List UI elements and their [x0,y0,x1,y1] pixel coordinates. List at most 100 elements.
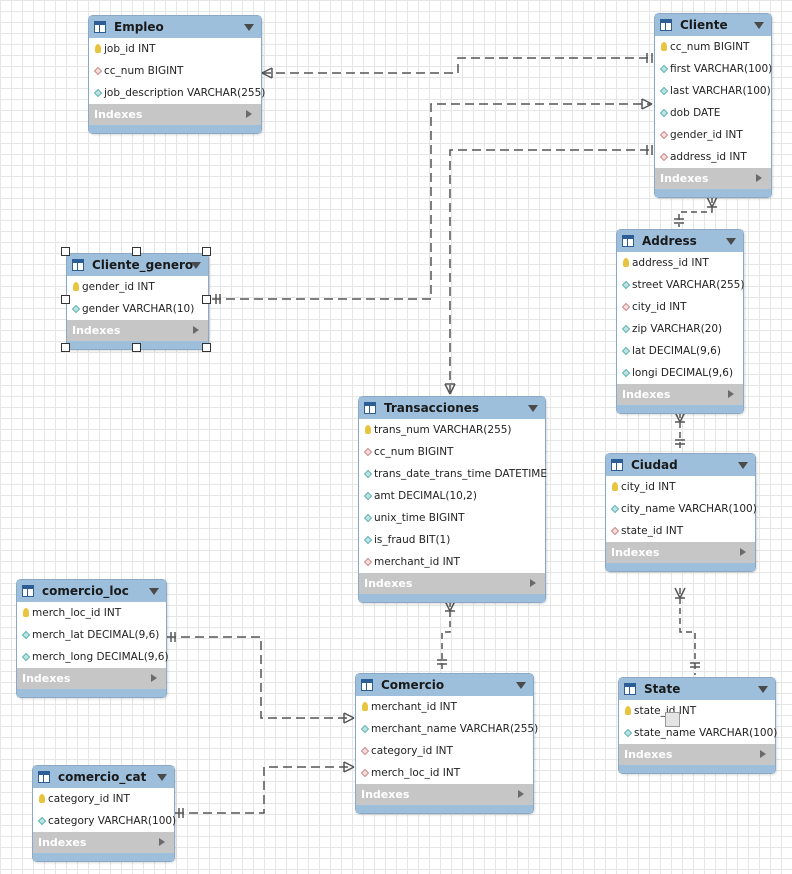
column-row[interactable]: trans_num VARCHAR(255) [359,419,545,441]
column-row[interactable]: lat DECIMAL(9,6) [617,340,743,362]
selection-handle[interactable] [202,295,211,304]
collapse-caret-icon[interactable] [244,24,254,31]
column-row[interactable]: merchant_id INT [359,551,545,573]
column-row[interactable]: trans_date_trans_time DATETIME [359,463,547,485]
column-row[interactable]: merch_lat DECIMAL(9,6) [17,624,166,646]
column-row[interactable]: state_id INT [619,700,775,722]
column-row[interactable]: merchant_id INT [356,696,533,718]
table-header[interactable]: comercio_loc [17,580,166,602]
expand-arrow-icon[interactable] [151,674,157,682]
expand-arrow-icon[interactable] [518,790,524,798]
column-icon [621,346,631,356]
collapse-caret-icon[interactable] [516,682,526,689]
collapse-caret-icon[interactable] [758,686,768,693]
collapse-caret-icon[interactable] [738,462,748,469]
column-row[interactable]: address_id INT [655,146,771,168]
indexes-section[interactable]: Indexes [33,832,174,853]
column-row[interactable]: gender_id INT [655,124,771,146]
indexes-section[interactable]: Indexes [359,573,545,594]
column-row[interactable]: merch_long DECIMAL(9,6) [17,646,169,668]
table-header[interactable]: Empleo [89,16,261,38]
column-row[interactable]: amt DECIMAL(10,2) [359,485,545,507]
column-row[interactable]: job_description VARCHAR(255) [89,82,265,104]
table-header[interactable]: comercio_cat [33,766,174,788]
table-header[interactable]: Comercio [356,674,533,696]
column-row[interactable]: merchant_name VARCHAR(255) [356,718,538,740]
expand-arrow-icon[interactable] [740,548,746,556]
expand-arrow-icon[interactable] [728,390,734,398]
expand-arrow-icon[interactable] [159,838,165,846]
column-row[interactable]: merch_loc_id INT [17,602,166,624]
column-row[interactable]: first VARCHAR(100) [655,58,772,80]
column-row[interactable]: city_id INT [617,296,743,318]
column-row[interactable]: city_id INT [606,476,755,498]
relationship-transacciones-cliente [449,149,652,394]
indexes-section[interactable]: Indexes [655,168,771,189]
column-row[interactable]: longi DECIMAL(9,6) [617,362,743,384]
selection-handle[interactable] [61,343,70,352]
expand-arrow-icon[interactable] [756,174,762,182]
table-header[interactable]: Address [617,230,743,252]
column-row[interactable]: gender VARCHAR(10) [67,298,208,320]
column-row[interactable]: street VARCHAR(255) [617,274,744,296]
selection-handle[interactable] [202,343,211,352]
selection-handle[interactable] [132,247,141,256]
indexes-section[interactable]: Indexes [17,668,166,689]
column-row[interactable]: zip VARCHAR(20) [617,318,743,340]
indexes-section[interactable]: Indexes [67,320,208,341]
column-row[interactable]: unix_time BIGINT [359,507,545,529]
indexes-section[interactable]: Indexes [356,784,533,805]
column-row[interactable]: category VARCHAR(100) [33,810,176,832]
indexes-section[interactable]: Indexes [89,104,261,125]
column-label: state_id INT [621,525,684,537]
indexes-section[interactable]: Indexes [619,744,775,765]
column-row[interactable]: dob DATE [655,102,771,124]
indexes-section[interactable]: Indexes [617,384,743,405]
column-row[interactable]: gender_id INT [67,276,208,298]
collapse-caret-icon[interactable] [528,405,538,412]
column-row[interactable]: is_fraud BIT(1) [359,529,545,551]
column-row[interactable]: cc_num BIGINT [89,60,261,82]
column-row[interactable]: address_id INT [617,252,743,274]
expand-arrow-icon[interactable] [246,110,252,118]
expand-arrow-icon[interactable] [760,750,766,758]
collapse-caret-icon[interactable] [191,262,201,269]
table-icon [72,259,84,271]
indexes-section[interactable]: Indexes [606,542,755,563]
collapse-caret-icon[interactable] [754,22,764,29]
expand-arrow-icon[interactable] [193,326,199,334]
table-header[interactable]: Cliente [655,14,771,36]
column-row[interactable]: category_id INT [356,740,533,762]
expand-arrow-icon[interactable] [530,579,536,587]
collapse-caret-icon[interactable] [157,774,167,781]
column-row[interactable]: cc_num BIGINT [655,36,771,58]
selection-handle[interactable] [202,247,211,256]
selection-handle[interactable] [132,343,141,352]
column-row[interactable]: city_name VARCHAR(100) [606,498,757,520]
column-row[interactable]: category_id INT [33,788,174,810]
table-header[interactable]: Transacciones [359,397,545,419]
column-row[interactable]: job_id INT [89,38,261,60]
collapse-caret-icon[interactable] [726,238,736,245]
collapse-caret-icon[interactable] [149,588,159,595]
selection-handle[interactable] [61,247,70,256]
column-row[interactable]: state_name VARCHAR(100) [619,722,777,744]
column-row[interactable]: merch_loc_id INT [356,762,533,784]
table-header[interactable]: State [619,678,775,700]
column-row[interactable]: last VARCHAR(100) [655,80,771,102]
column-row[interactable]: state_id INT [606,520,755,542]
table-header[interactable]: Cliente_genero [67,254,208,276]
selection-handle[interactable] [61,295,70,304]
table-header[interactable]: Ciudad [606,454,755,476]
column-row[interactable]: cc_num BIGINT [359,441,545,463]
